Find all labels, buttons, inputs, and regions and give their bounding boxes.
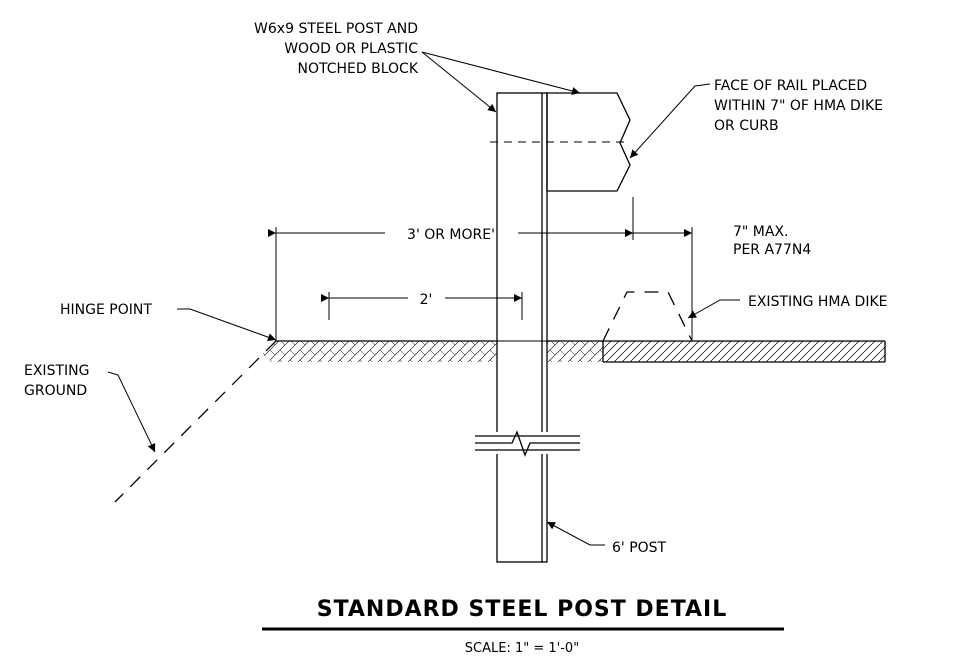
ground-left-surface	[262, 340, 603, 362]
ground-right-surface	[602, 340, 886, 363]
rail-face-callout-line3: OR CURB	[714, 118, 779, 134]
existing-dike-label: EXISTING HMA DIKE	[748, 294, 887, 310]
dimension-3ft-label: 3' OR MORE'	[407, 227, 495, 243]
existing-ground-label-line2: GROUND	[24, 383, 87, 399]
detail-scale: SCALE: 1" = 1'-0"	[465, 641, 579, 656]
dimension-7in-label-line2: PER A77N4	[733, 242, 811, 258]
dimension-3ft	[268, 197, 634, 341]
existing-ground-slope	[114, 340, 277, 503]
rail-face-callout-line2: WITHIN 7" OF HMA DIKE	[714, 98, 883, 114]
post-block-callout-line1: W6x9 STEEL POST AND	[254, 21, 418, 37]
notched-block	[490, 92, 631, 192]
rail-face-callout-line1: FACE OF RAIL PLACED	[714, 78, 867, 94]
post-block-callout-line2: WOOD OR PLASTIC	[284, 41, 418, 57]
existing-ground-label-line1: EXISTING	[24, 363, 89, 379]
post-length-label: 6' POST	[612, 540, 667, 556]
steel-post	[475, 92, 580, 563]
dimension-7in	[625, 227, 693, 341]
dimension-7in-label-line1: 7" MAX.	[733, 224, 789, 240]
detail-title: STANDARD STEEL POST DETAIL	[317, 597, 727, 622]
hinge-point-label: HINGE POINT	[60, 302, 152, 318]
hma-dike	[602, 291, 693, 342]
dimension-2ft-label: 2'	[420, 292, 433, 308]
post-block-callout-line3: NOTCHED BLOCK	[298, 61, 419, 77]
dimension-2ft	[321, 292, 523, 320]
